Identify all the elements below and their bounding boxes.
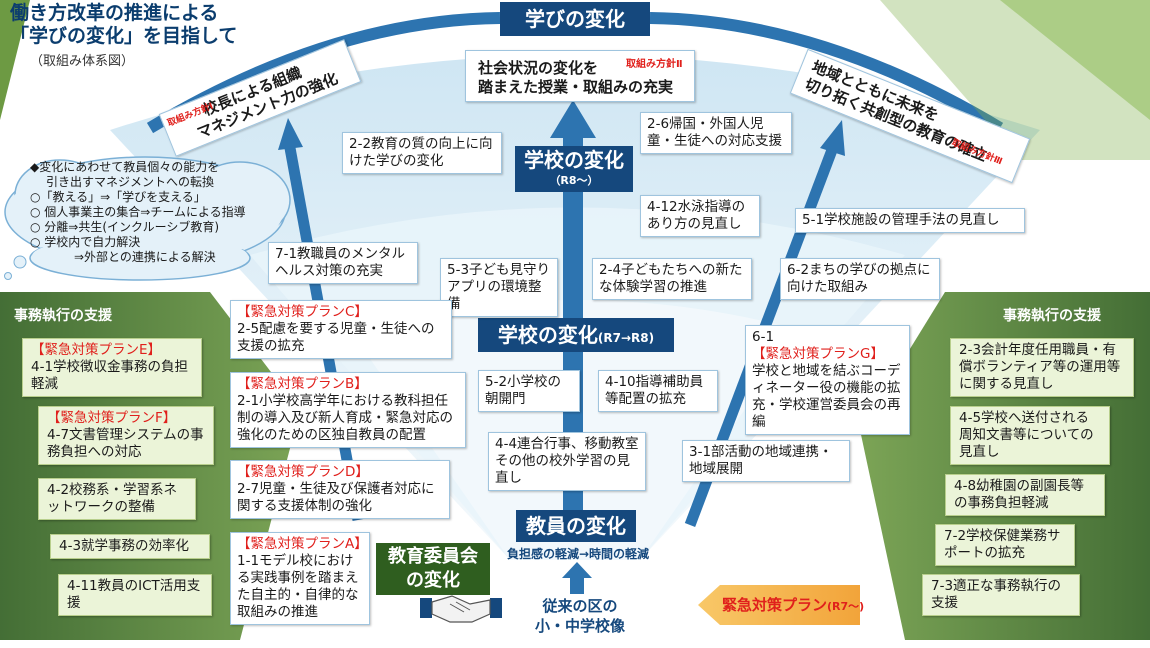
cloud-text: ◆変化にあわせて教員個々の能力を 引き出すマネジメントへの転換 ○「教える」⇒「… — [30, 160, 290, 265]
box-plan-d: 【緊急対策プランD】 2-7児童・生徒及び保護者対応に関する支援体制の強化 — [230, 460, 450, 519]
emergency-label-text: 緊急対策プラン — [722, 596, 828, 614]
box-6-1-tag: 【緊急対策プランG】 — [752, 346, 884, 362]
cloud-line1: ◆変化にあわせて教員個々の能力を — [30, 160, 220, 174]
box-5-3: 5-3子ども見守りアプリの環境整備 — [440, 258, 558, 317]
school-change-r7: 学校の変化(R7→R8) — [478, 318, 674, 352]
school-change-r8: 学校の変化 （R8～） — [515, 146, 633, 192]
box-4-4: 4-4連合行事、移動教室その他の校外学習の見直し — [488, 432, 646, 491]
school-change-r8-label: 学校の変化 — [524, 148, 624, 172]
page-title: 働き方改革の推進による 「学びの変化」を目指して — [10, 2, 237, 48]
title-line2: 「学びの変化」を目指して — [10, 25, 238, 47]
title-sub: （取組み体系図） — [30, 54, 135, 69]
box-plan-a-tag: 【緊急対策プランA】 — [237, 536, 368, 552]
box-6-1-text: 学校と地域を結ぶコーディネーター役の機能の拡充・学校運営委員会の再編 — [752, 363, 901, 430]
right-item-7-3: 7-3適正な事務執行の支援 — [922, 574, 1080, 616]
board-change-line1: 教育委員会 — [388, 546, 478, 567]
board-change-line2: の変化 — [406, 570, 460, 591]
left-item-4-1-text: 4-1学校徴収金事務の負担軽減 — [31, 359, 189, 392]
traditional-line2: 小・中学校像 — [534, 617, 625, 635]
board-change: 教育委員会 の変化 — [376, 543, 490, 595]
manabi-change-label: 学びの変化 — [500, 2, 650, 36]
school-change-r8-sub: （R8～） — [549, 174, 599, 187]
box-5-1: 5-1学校施設の管理手法の見直し — [795, 208, 1025, 233]
cloud-line4: ○ 個人事業主の集合⇒チームによる指導 — [30, 205, 246, 219]
right-item-4-8: 4-8幼稚園の副園長等の事務負担軽減 — [945, 474, 1105, 516]
box-plan-a-text: 1-1モデル校における実践事例を踏まえた自主的・自律的な取組みの推進 — [237, 553, 359, 620]
box-4-10: 4-10指導補助員等配置の拡充 — [598, 370, 718, 412]
left-item-4-1: 【緊急対策プランE】 4-1学校徴収金事務の負担軽減 — [22, 338, 202, 397]
emergency-arrow — [698, 585, 860, 625]
title-line1: 働き方改革の推進による — [10, 2, 219, 24]
left-item-4-1-tag: 【緊急対策プランE】 — [31, 342, 162, 358]
traditional-line1: 従来の区の — [542, 597, 618, 615]
arc-right — [649, 12, 1004, 134]
box-4-12: 4-12水泳指導のあり方の見直し — [640, 195, 760, 237]
box-plan-c-text: 2-5配慮を要する児童・生徒への支援の拡充 — [237, 321, 435, 354]
box-6-1: 6-1【緊急対策プランG】 学校と地域を結ぶコーディネーター役の機能の拡充・学校… — [745, 325, 910, 435]
left-item-4-7: 【緊急対策プランF】 4-7文書管理システムの事務負担への対応 — [38, 406, 214, 465]
cloud-line7: ⇒外部との連携による解決 — [74, 250, 216, 264]
right-item-4-5: 4-5学校へ送付される周知文書等についての見直し — [950, 406, 1110, 465]
box-plan-c-tag: 【緊急対策プランC】 — [237, 304, 368, 320]
box-plan-d-text: 2-7児童・生徒及び保護者対応に関する支援体制の強化 — [237, 481, 435, 514]
box-plan-b: 【緊急対策プランB】 2-1小学校高学年における教科担任制の導入及び新人育成・緊… — [230, 372, 466, 448]
handshake-icon — [420, 595, 502, 623]
box-5-2: 5-2小学校の朝開門 — [478, 370, 580, 412]
traditional-school: 従来の区の 小・中学校像 — [520, 596, 640, 636]
left-panel-header: 事務執行の支援 — [14, 308, 112, 324]
school-change-r7-label: 学校の変化 — [497, 323, 598, 347]
box-plan-b-text: 2-1小学校高学年における教科担任制の導入及び新人育成・緊急対応の強化のための区… — [237, 393, 453, 443]
right-panel-header: 事務執行の支援 — [1003, 308, 1101, 324]
box-2-6: 2-6帰国・外国人児童・生徒への対応支援 — [640, 112, 792, 154]
cloud-line6: ○ 学校内で自力解決 — [30, 235, 141, 249]
policy2-line1: 社会状況の変化を — [478, 59, 599, 77]
box-7-1: 7-1教職員のメンタルヘルス対策の充実 — [268, 242, 418, 284]
box-2-2: 2-2教育の質の向上に向けた学びの変化 — [342, 132, 502, 174]
box-3-1: 3-1部活動の地域連携・地域展開 — [682, 440, 850, 482]
box-plan-b-tag: 【緊急対策プランB】 — [237, 376, 368, 392]
left-item-4-7-text: 4-7文書管理システムの事務負担への対応 — [47, 427, 204, 460]
box-plan-d-tag: 【緊急対策プランD】 — [237, 464, 369, 480]
cloud-line2: 引き出すマネジメントへの転換 — [46, 175, 215, 189]
teacher-change-label: 教員の変化 — [516, 510, 636, 542]
policy2-tag: 取組み方針Ⅱ — [626, 59, 683, 70]
cloud-line5: ○ 分離⇒共生(インクルーシブ教育) — [30, 220, 220, 234]
left-item-4-7-tag: 【緊急対策プランF】 — [47, 410, 177, 426]
box-6-2: 6-2まちの学びの拠点に向けた取組み — [780, 258, 940, 300]
right-item-7-2: 7-2学校保健業務サポートの拡充 — [935, 524, 1075, 566]
box-plan-c: 【緊急対策プランC】 2-5配慮を要する児童・生徒への支援の拡充 — [230, 300, 452, 359]
school-change-r7-sub: (R7→R8) — [597, 331, 655, 345]
box-6-1-num: 6-1 — [752, 329, 775, 345]
policy2-box: 社会状況の変化を 踏まえた授業・取組みの充実 取組み方針Ⅱ — [465, 50, 695, 102]
left-item-4-11: 4-11教員のICT活用支援 — [58, 574, 212, 616]
box-plan-a: 【緊急対策プランA】 1-1モデル校における実践事例を踏まえた自主的・自律的な取… — [230, 532, 370, 625]
emergency-label: 緊急対策プラン(R7～) — [722, 594, 864, 615]
left-item-4-2: 4-2校務系・学習系ネットワークの整備 — [38, 478, 196, 520]
teacher-change-sub: 負担感の軽減→時間の軽減 — [506, 547, 650, 561]
cloud-line3: ○「教える」⇒「学びを支える」 — [30, 190, 206, 204]
policy2-line2: 踏まえた授業・取組みの充実 — [478, 78, 674, 96]
emergency-label-sub: (R7～) — [827, 600, 865, 613]
left-item-4-3: 4-3就学事務の効率化 — [50, 534, 210, 559]
right-item-2-3: 2-3会計年度任用職員・有償ボランティア等の運用等に関する見直し — [950, 338, 1134, 397]
box-2-4: 2-4子どもたちへの新たな体験学習の推進 — [592, 258, 752, 300]
